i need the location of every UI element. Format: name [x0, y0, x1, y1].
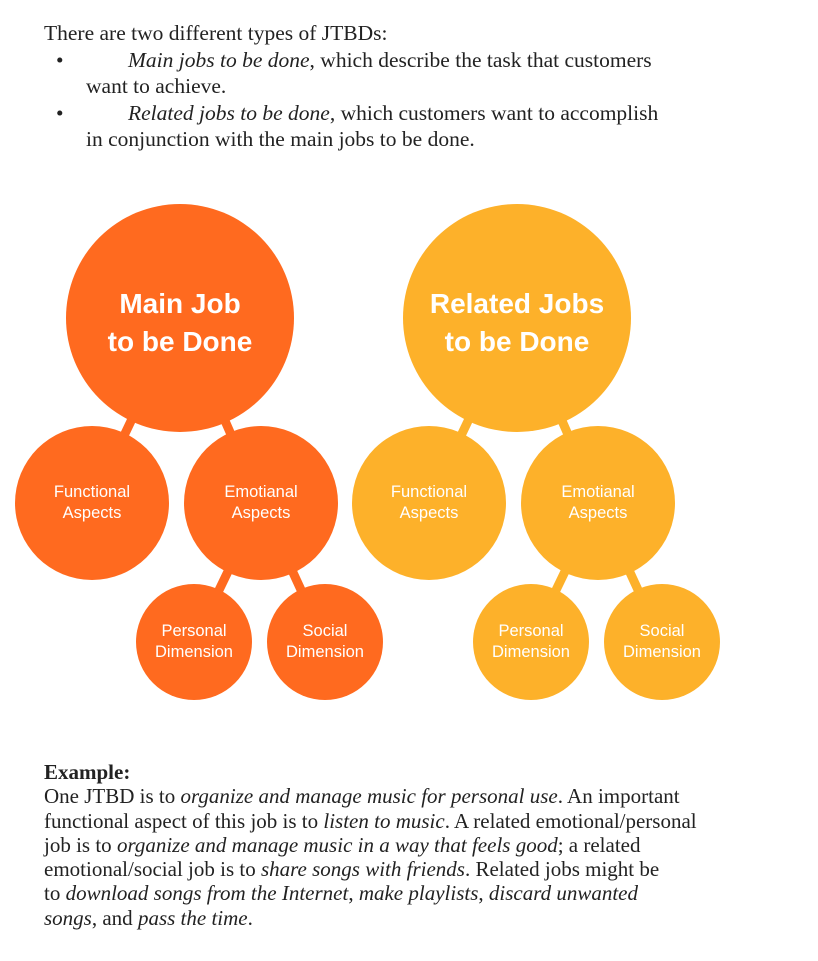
- intro-heading: There are two different types of JTBDs:: [44, 21, 388, 45]
- bullet-main-jobs: • Main jobs to be done, which describe t…: [44, 47, 658, 74]
- bullet-text: , which describe the task that customers: [309, 47, 652, 72]
- related-functional-label: Aspects: [400, 504, 459, 522]
- bullet-text: , which customers want to accomplish: [329, 100, 659, 125]
- example-label: Example:: [44, 760, 131, 784]
- example-line: songs, and pass the time.: [44, 905, 253, 930]
- main-emotional-label: Emotianal: [224, 483, 297, 501]
- related-personal-label: Personal: [498, 622, 563, 640]
- term-related-jobs: Related jobs to be done: [128, 100, 330, 125]
- example-line: One JTBD is to organize and manage music…: [44, 784, 680, 809]
- bullet-icon: •: [56, 100, 64, 125]
- main-personal-circle: [136, 584, 252, 700]
- related-functional-label: Functional: [391, 483, 467, 501]
- bullet-related-jobs: • Related jobs to be done, which custome…: [44, 100, 658, 127]
- intro-text: There are two different types of JTBDs: …: [44, 20, 658, 153]
- related-social-label: Social: [640, 622, 685, 640]
- related-functional-circle: [352, 426, 506, 580]
- related-emotional-label: Emotianal: [561, 483, 634, 501]
- main-social-label: Dimension: [286, 643, 364, 661]
- bullet-icon: •: [56, 47, 64, 72]
- main-emotional-circle: [184, 426, 338, 580]
- example-line: to download songs from the Internet, mak…: [44, 881, 639, 906]
- related-emotional-label: Aspects: [569, 504, 628, 522]
- main-emotional-label: Aspects: [232, 504, 291, 522]
- main-job-circle: [66, 204, 294, 432]
- related-emotional-circle: [521, 426, 675, 580]
- main-job-title: to be Done: [108, 326, 253, 357]
- example-line: emotional/social job is to share songs w…: [44, 857, 660, 882]
- main-job-title: Main Job: [119, 288, 240, 319]
- related-personal-label: Dimension: [492, 643, 570, 661]
- bullet-text-cont: want to achieve.: [86, 74, 227, 98]
- main-personal-label: Personal: [161, 622, 226, 640]
- related-personal-circle: [473, 584, 589, 700]
- main-functional-label: Aspects: [63, 504, 122, 522]
- example-text: Example: One JTBD is to organize and man…: [44, 760, 697, 930]
- related-job-circle: [403, 204, 631, 432]
- main-social-label: Social: [303, 622, 348, 640]
- main-social-circle: [267, 584, 383, 700]
- example-line: job is to organize and manage music in a…: [44, 832, 641, 857]
- term-main-jobs: Main jobs to be done: [128, 47, 310, 72]
- main-functional-circle: [15, 426, 169, 580]
- example-line: functional aspect of this job is to list…: [44, 808, 697, 833]
- bullet-text-cont: in conjunction with the main jobs to be …: [86, 127, 475, 151]
- related-social-label: Dimension: [623, 643, 701, 661]
- main-personal-label: Dimension: [155, 643, 233, 661]
- related-job-title: to be Done: [445, 326, 590, 357]
- main-functional-label: Functional: [54, 483, 130, 501]
- related-social-circle: [604, 584, 720, 700]
- related-job-title: Related Jobs: [430, 288, 604, 319]
